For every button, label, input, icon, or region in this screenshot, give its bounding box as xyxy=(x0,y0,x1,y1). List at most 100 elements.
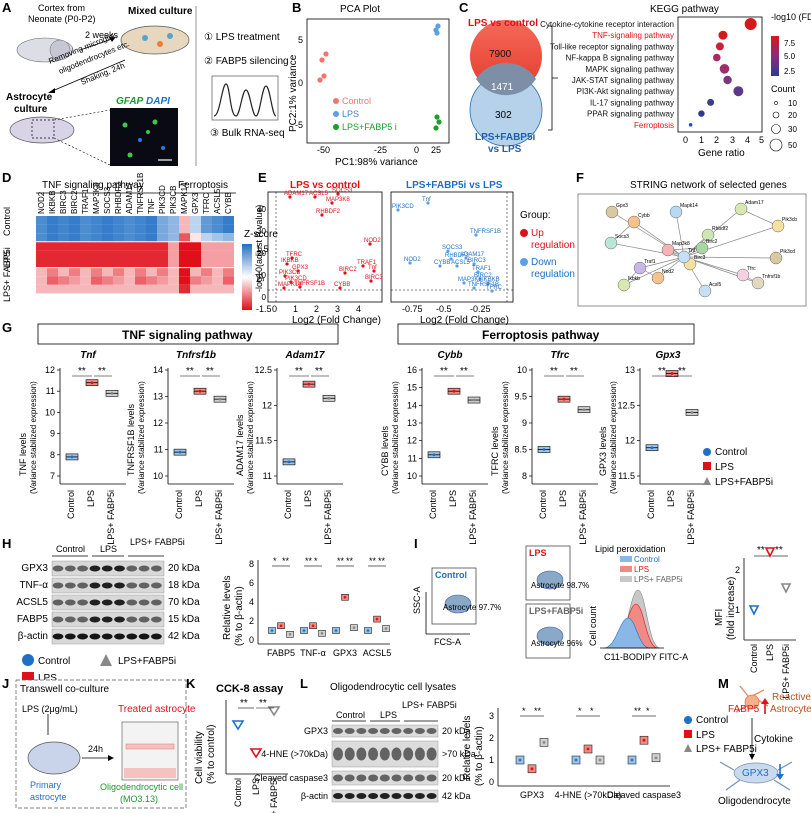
panel-label-g: G xyxy=(2,320,12,335)
volcano1-label: SOCS3 xyxy=(332,188,353,194)
l-band xyxy=(368,774,379,782)
h-point xyxy=(375,617,379,621)
pca-point xyxy=(317,77,323,83)
kegg-label: JAK-STAT signaling pathway xyxy=(572,76,674,85)
arrow-head-icon xyxy=(749,754,755,760)
heatmap-cell xyxy=(58,216,69,225)
heatmap-cell xyxy=(179,276,190,285)
h-point xyxy=(302,629,306,632)
network-node xyxy=(695,241,709,255)
h-sig: ** xyxy=(369,556,377,566)
e-down: Down xyxy=(531,257,557,268)
g-xcat: LPS+ FABP5i xyxy=(323,490,333,545)
heatmap-cell xyxy=(91,259,102,268)
heatmap-cell xyxy=(190,241,201,251)
g-ytick: 11.5 xyxy=(255,436,272,446)
volcano2-label: PIK3CD xyxy=(392,204,414,210)
heatmap-cell xyxy=(135,284,146,294)
volcano1-point xyxy=(289,280,293,284)
heatmap-cell xyxy=(190,284,201,294)
volcano1-xtick: 4 xyxy=(356,304,361,314)
heatmap-cell xyxy=(80,224,91,234)
panel-l: Oligodendrocytic cell lysates Control LP… xyxy=(254,682,757,803)
i-c11: C11-BODIPY FITC-A xyxy=(604,652,688,662)
g-ytick: 10 xyxy=(153,471,163,481)
panel-label-j: J xyxy=(2,676,9,691)
heatmap-gene-label: TNF xyxy=(147,198,156,214)
network-edge xyxy=(740,208,779,227)
l-band xyxy=(414,774,425,782)
l-band xyxy=(344,774,355,782)
l-band xyxy=(403,793,414,799)
k-ylabel: Cell viability xyxy=(194,731,205,784)
heatmap-cell xyxy=(157,276,168,285)
i-ytick: 1 xyxy=(735,605,740,615)
flow-gate xyxy=(536,570,564,590)
heatmap-cell xyxy=(201,216,212,225)
h-band xyxy=(52,616,64,623)
l-band xyxy=(368,728,379,734)
volcano2-point xyxy=(396,208,400,212)
i-legend-box-lps xyxy=(620,566,632,572)
heatmap-cell xyxy=(69,233,80,242)
heatmap-cell xyxy=(47,259,58,268)
volcano1-xtick: 1 xyxy=(293,304,298,314)
heatmap-cell xyxy=(135,250,146,259)
panel-label-c: C xyxy=(459,0,469,15)
l-band xyxy=(391,747,402,761)
l-band xyxy=(368,793,379,799)
l-band xyxy=(379,728,390,734)
stain-dot xyxy=(122,122,128,128)
g-point xyxy=(327,396,331,400)
volcano2-point xyxy=(472,286,476,290)
g-ytick: 8 xyxy=(522,471,527,481)
h-band xyxy=(52,565,64,572)
heatmap-cell xyxy=(58,241,69,251)
e-down2: regulation xyxy=(531,269,575,280)
g-legend-dot-control xyxy=(703,448,711,456)
mixed-culture-dish xyxy=(120,25,190,55)
transwell-insert xyxy=(125,743,175,750)
fdr-colorbar xyxy=(771,36,779,76)
volcano2-point xyxy=(462,281,466,285)
volcano2-point xyxy=(474,233,478,237)
heatmap-cell xyxy=(201,224,212,234)
volcano1-point xyxy=(361,264,365,268)
m-gpx3: GPX3 xyxy=(742,768,769,779)
h-sig: ** xyxy=(282,556,290,566)
h-point xyxy=(311,624,315,628)
volcano1-point xyxy=(285,262,289,266)
heatmap-cell xyxy=(124,267,135,277)
heatmap-cell xyxy=(58,224,69,234)
volcano1-xtick: 2 xyxy=(314,304,319,314)
l-band xyxy=(356,747,367,761)
heatmap-cell xyxy=(91,267,102,277)
g-header1: TNF signaling pathway xyxy=(122,328,253,342)
j-oligo: Oligodendrocytic cell xyxy=(100,782,183,792)
volcano1-label: PIK3CD xyxy=(285,276,307,282)
h-xcat: ACSL5 xyxy=(363,648,392,658)
heatmap-cell xyxy=(47,233,58,242)
h-band xyxy=(151,565,162,572)
e-up2: regulation xyxy=(531,240,575,251)
g-ytick: 16 xyxy=(407,365,417,375)
stain-dot xyxy=(127,152,133,158)
cell-icon xyxy=(167,33,173,39)
heatmap-cell xyxy=(157,259,168,268)
volcano2-point xyxy=(408,261,412,265)
l-point xyxy=(574,758,578,762)
kegg-label: PPAR signaling pathway xyxy=(587,110,674,119)
volcano2-label: NOD2 xyxy=(404,257,421,263)
network-node-label: Gpx3 xyxy=(616,203,628,209)
g-xcat: LPS xyxy=(303,490,313,507)
volcano2-label: TNFRSF1B xyxy=(470,229,501,235)
volcano1-point xyxy=(282,286,286,290)
g-point xyxy=(90,381,94,385)
heatmap-cell xyxy=(212,284,223,294)
l-legend-fabp5i: LPS+ FABP5i xyxy=(696,744,757,755)
h-band xyxy=(114,599,125,606)
heatmap-cell xyxy=(179,267,190,277)
g-ytick: 11 xyxy=(154,445,163,455)
